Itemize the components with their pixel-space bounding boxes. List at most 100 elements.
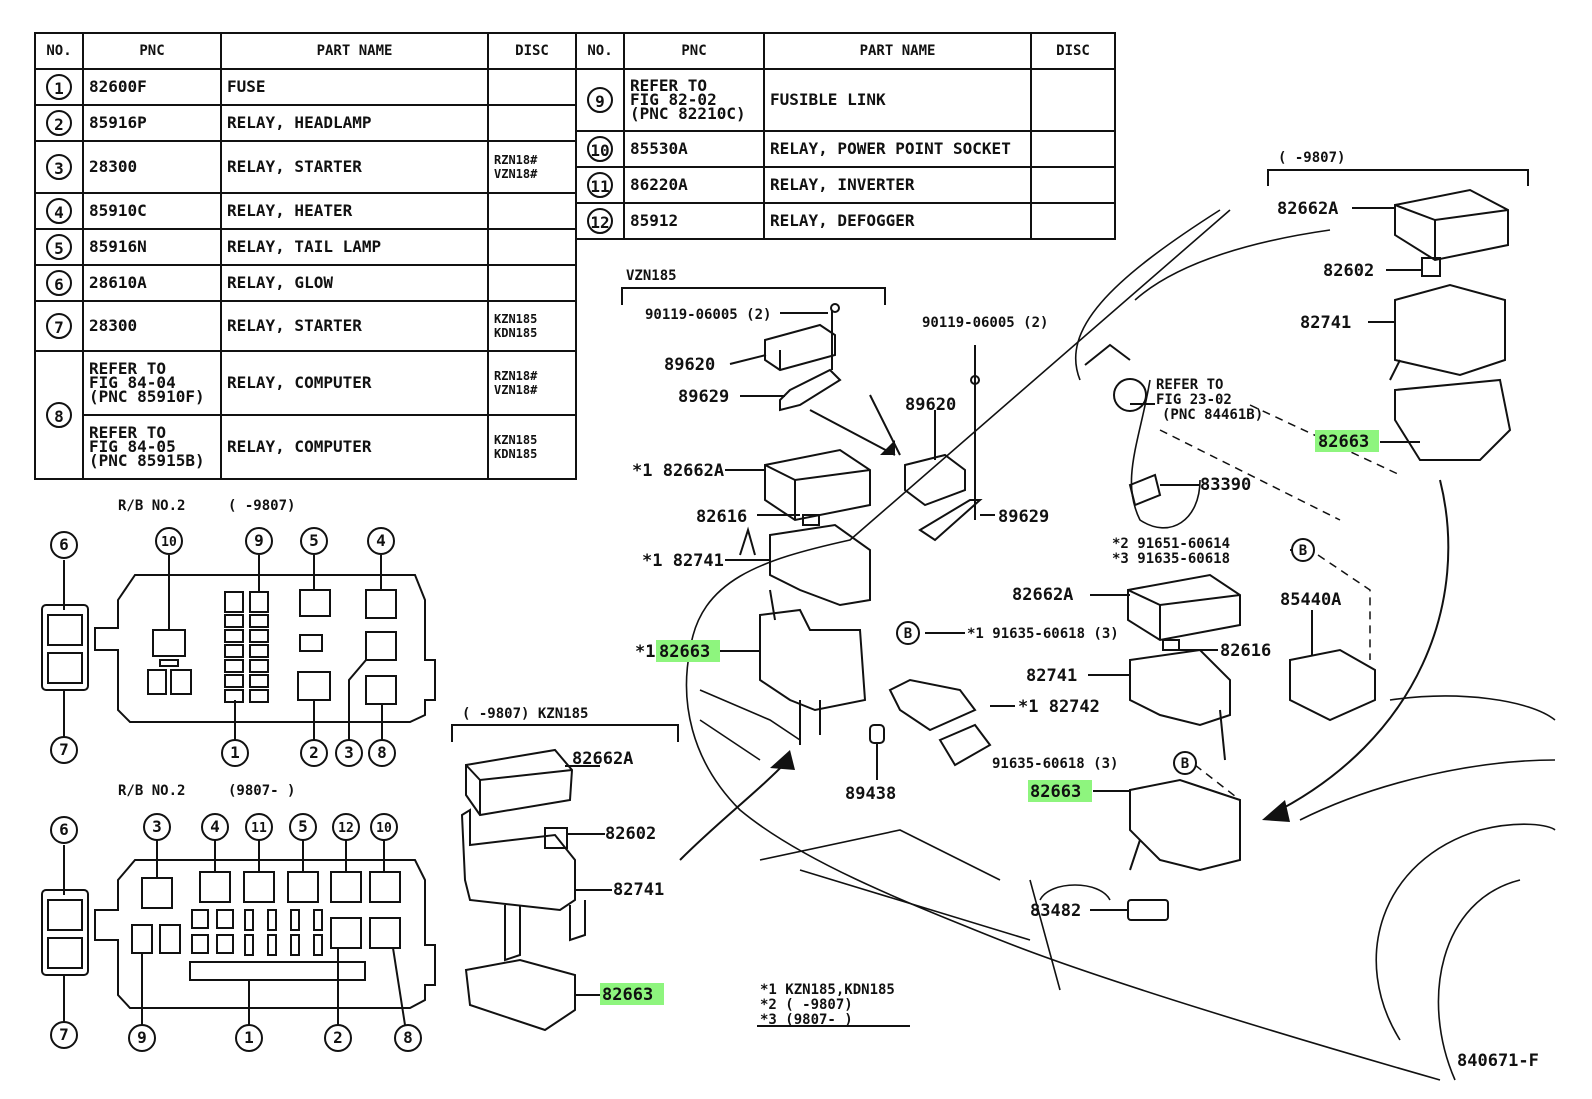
rb-bottom-callout-number: 12 (338, 821, 354, 836)
row-number: 6 (46, 270, 72, 296)
disc-cell (487, 68, 577, 106)
table-row: 2 85916P RELAY, HEADLAMP (34, 104, 577, 142)
table-row: 8 REFER TO FIG 84-04 (PNC 85910F) RELAY,… (34, 350, 577, 480)
rb-bottom-callout-number: 8 (403, 1028, 413, 1047)
pnc-cell: REFER TO FIG 84-04 (PNC 85910F) (82, 350, 222, 416)
part-name-cell: RELAY, GLOW (220, 264, 489, 302)
vzn-bracket (621, 287, 886, 305)
refer-line: FIG 23-02 (1156, 392, 1232, 408)
rb-bottom-callout-number: 1 (244, 1028, 254, 1047)
b-callout-letter: B (1181, 756, 1189, 772)
row-number: 3 (46, 154, 72, 180)
disc-cell (487, 264, 577, 302)
rb-top-callout-circle (50, 736, 78, 764)
part-name-cell: RELAY, COMPUTER (220, 350, 489, 416)
pnc-cell: REFER TO FIG 84-05 (PNC 85915B) (82, 414, 222, 480)
label-sensor: 89438 (845, 784, 896, 804)
diagram-labels: R/B NO.2 ( -9807) R/B NO.2 (9807- ) ( -9… (118, 150, 1539, 1071)
rb-top-callout-circle (245, 527, 273, 555)
rb-top-callout-circle (50, 531, 78, 559)
label-screw-left: *1 91635-60618 (3) (967, 626, 1119, 642)
figure-id: 840671-F (1457, 1051, 1539, 1071)
disc-cell: RZN18# VZN18# (487, 350, 577, 416)
col-no: NO. (34, 32, 84, 70)
highlight-82663-left (656, 640, 720, 662)
kzn-group-label: ( -9807) KZN185 (462, 706, 588, 722)
part-name-cell: RELAY, TAIL LAMP (220, 228, 489, 266)
label-relay-tr: 82602 (1323, 261, 1374, 281)
rb-top-callout-number: 3 (344, 743, 354, 762)
table-row: 5 85916N RELAY, TAIL LAMP (34, 228, 577, 266)
table-header-row: NO. PNC PART NAME DISC (575, 32, 1116, 70)
fuse-box-left-stack (720, 448, 871, 745)
rb-top-callout-circle (155, 527, 183, 555)
rb-top-callout-number: 8 (377, 743, 387, 762)
top-right-range: ( -9807) (1278, 150, 1345, 166)
top-right-bracket (1267, 169, 1529, 186)
table-row: 9 REFER TO FIG 82-02 (PNC 82210C) FUSIBL… (575, 68, 1116, 132)
pnc-cell: 85910C (82, 192, 222, 230)
label-cover-tr: 82662A (1277, 199, 1338, 219)
rb-top-callout-circle (367, 527, 395, 555)
col-disc: DISC (1030, 32, 1116, 70)
row-number: 8 (46, 402, 72, 428)
rb-bottom-callout-circle (370, 813, 398, 841)
rb-top-callout-number: 4 (376, 531, 386, 550)
refer-line: REFER TO (1156, 377, 1223, 393)
rb-top-callout-number: 5 (309, 531, 319, 550)
rb-top-callout-number: 2 (309, 743, 319, 762)
label-relay-right: 85440A (1280, 590, 1341, 610)
fuse-array-bottom (189, 909, 366, 981)
table-row: 7 28300 RELAY, STARTER KZN185 KDN185 (34, 300, 577, 352)
rb-bottom-callout-number: 9 (137, 1028, 147, 1047)
rb-top-callout-number: 9 (254, 531, 264, 550)
rb-bottom-callout-number: 6 (59, 820, 69, 839)
label-connector: 83482 (1030, 901, 1081, 921)
rb-bottom-callout-circle (332, 813, 360, 841)
part-name-cell: FUSE (220, 68, 489, 106)
rb-top-callout-number: 7 (59, 740, 69, 759)
parts-table-right: NO. PNC PART NAME DISC 9 REFER TO FIG 82… (575, 32, 1116, 240)
pnc-cell: 82600F (82, 68, 222, 106)
rb-bottom-title: R/B NO.2 (118, 783, 185, 799)
part-name-cell: RELAY, POWER POINT SOCKET (763, 130, 1032, 168)
disc-cell (1030, 68, 1116, 132)
fuse-array-top (224, 591, 269, 703)
col-no: NO. (575, 32, 625, 70)
rb-bottom-callout-number: 11 (251, 821, 267, 836)
vehicle-body-outline (685, 209, 1556, 1081)
disc-cell (1030, 202, 1116, 240)
vzn-label: VZN185 (626, 268, 677, 284)
rb-top-title: R/B NO.2 (118, 498, 185, 514)
label-bracket-b: 89629 (998, 507, 1049, 527)
arrow-curve-left (679, 757, 791, 861)
label-refer: REFER TO FIG 23-02 (PNC 84461B) (1156, 377, 1263, 423)
table-header-row: NO. PNC PART NAME DISC (34, 32, 577, 70)
rb-bottom-callout-circle (324, 1024, 352, 1052)
footnote-1: *1 KZN185,KDN185 (760, 982, 895, 998)
part-name-cell: RELAY, HEADLAMP (220, 104, 489, 142)
rb-top-callout-circle (300, 527, 328, 555)
kzn-code-box: 82663 (602, 985, 653, 1005)
rb-bottom-callout-circle (394, 1024, 422, 1052)
disc-cell: RZN18# VZN18# (487, 140, 577, 194)
col-disc: DISC (487, 32, 577, 70)
table-row: 12 85912 RELAY, DEFOGGER (575, 202, 1116, 240)
disc-cell: KZN185 KDN185 (487, 414, 577, 480)
table-row: 3 28300 RELAY, STARTER RZN18# VZN18# (34, 140, 577, 194)
b-callout-circle (896, 621, 920, 645)
table-row: 10 85530A RELAY, POWER POINT SOCKET (575, 130, 1116, 168)
footnote-2: *2 ( -9807) (760, 997, 853, 1013)
ecu-parts-vzn (729, 303, 995, 542)
row-number: 5 (46, 234, 72, 260)
part-name-cell: FUSIBLE LINK (763, 68, 1032, 132)
label-fuse-mid: 82616 (1220, 641, 1271, 661)
label-box-left: 82663 (659, 642, 710, 662)
label-bolt-a: 90119-06005 (2) (645, 307, 771, 323)
table-row: REFER TO FIG 84-05 (PNC 85915B) RELAY, C… (35, 414, 577, 480)
table-row: 4 85910C RELAY, HEATER (34, 192, 577, 230)
part-name-cell: RELAY, HEATER (220, 192, 489, 230)
b-callout-circle (1173, 751, 1197, 775)
col-pnc: PNC (623, 32, 765, 70)
